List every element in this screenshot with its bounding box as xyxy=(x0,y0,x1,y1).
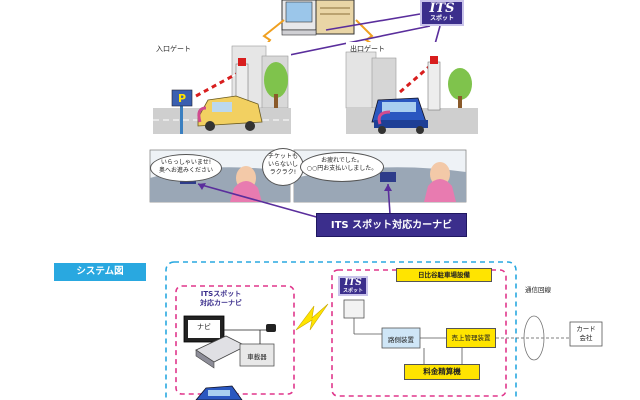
network-label: 通信回線 xyxy=(525,286,551,294)
system-diagram-title: システム図 xyxy=(54,263,146,281)
exit-gate-label: 出口ゲート xyxy=(350,45,385,53)
its-navi-caption: ITS スポット対応カーナビ xyxy=(316,213,467,237)
its-navi-title-line1: ITSスポット xyxy=(200,290,242,298)
system-its-badge-subtitle: スポット xyxy=(342,288,363,294)
card-company-box xyxy=(569,321,603,347)
onboard-unit-label: 車載器 xyxy=(247,353,267,361)
its-spot-badge-subtitle: スポット xyxy=(429,15,454,22)
its-navi-title: ITSスポット 対応カーナビ xyxy=(176,290,266,308)
roadside-unit-label: 路側装置 xyxy=(388,336,414,344)
server-computer-icon xyxy=(281,0,355,36)
onboard-unit-box xyxy=(239,343,275,367)
its-navi-title-line2: 対応カーナビ xyxy=(200,299,242,307)
its-spot-badge-title: ITS xyxy=(429,1,455,16)
entry-gate-label: 入口ゲート xyxy=(156,45,191,53)
system-its-spot-badge: ITS スポット xyxy=(338,276,368,296)
card-company-label: カード 会社 xyxy=(576,325,596,342)
wireless-signal-icon xyxy=(295,303,329,331)
entry-speech-bubble-2: チケットも いらないし ラクラク! xyxy=(262,148,304,186)
exit-gate-scene xyxy=(345,42,478,134)
exit-speech-bubble: お疲れでした。 ○○円お支払いしました。 xyxy=(300,152,384,182)
parking-sign: P xyxy=(177,92,187,105)
entry-gate-scene xyxy=(153,42,291,134)
system-outer-boundary xyxy=(165,261,517,400)
fare-machine-box: 料金精算機 xyxy=(404,364,480,380)
navi-arrow-left xyxy=(197,183,321,219)
parking-facility-label: 日比谷駐車場設備 xyxy=(396,268,492,282)
entry-speech-bubble-1: いらっしゃいませ! 奥へお進みください xyxy=(150,154,222,182)
car-navi-device-icon xyxy=(183,315,247,369)
system-its-badge-title: ITS xyxy=(344,278,362,288)
management-unit-box: 売上管理装置 xyxy=(446,328,496,348)
its-spot-badge: ITS スポット xyxy=(420,0,464,26)
navi-screen-label: ナビ xyxy=(197,323,211,331)
its-arrow-to-server xyxy=(325,13,421,31)
network-cloud xyxy=(523,315,545,361)
